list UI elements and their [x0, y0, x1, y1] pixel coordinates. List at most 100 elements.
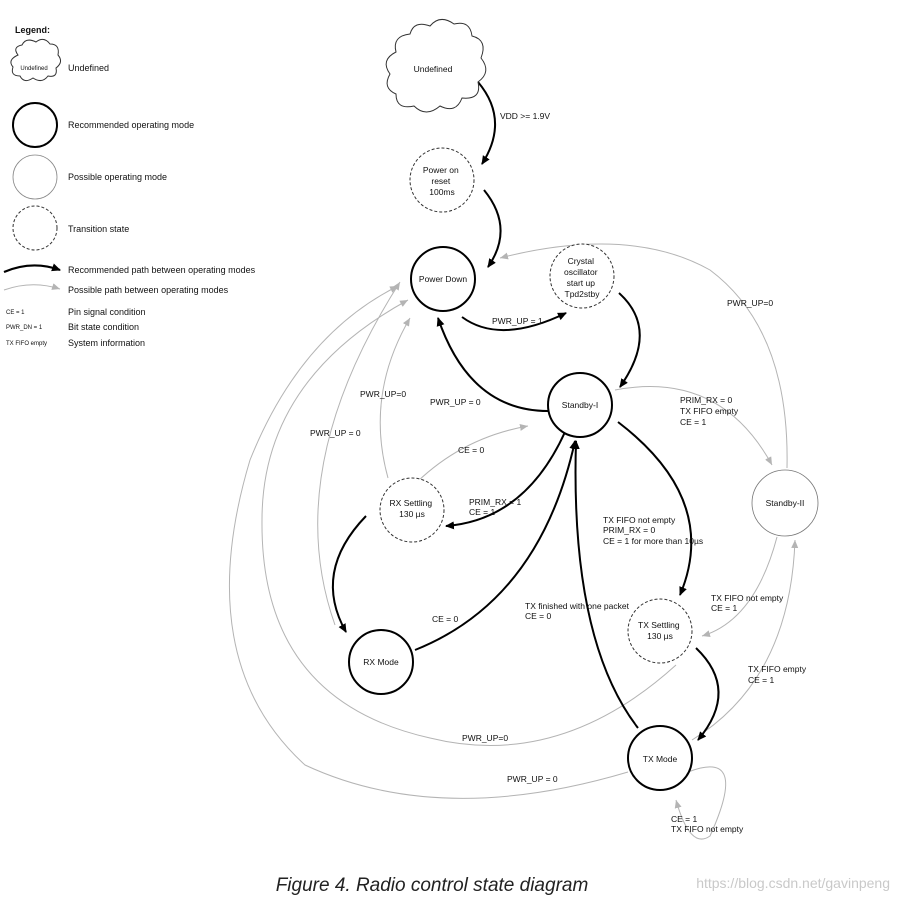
cond-pwrup0-rxsettling: PWR_UP=0: [360, 389, 406, 399]
legend-possible-mode-label: Possible operating mode: [68, 172, 167, 182]
cond-self-loop-line2: TX FIFO not empty: [671, 824, 744, 834]
svg-text:TX Settling 130 µs: TX Settling 130 µs: [638, 620, 682, 641]
path-txmode-self-loop: [674, 766, 727, 840]
state-undefined: Undefined: [385, 19, 487, 113]
cond-ce0-rxmode: CE = 0: [432, 614, 458, 624]
crystal-line3: start up: [567, 278, 596, 288]
condition-labels: VDD >= 1.9V PWR_UP = 1 PWR_UP = 0 PWR_UP…: [310, 111, 808, 834]
state-power-on-reset: Power on reset 100ms: [409, 147, 475, 213]
state-tx-mode: TX Mode: [627, 725, 693, 791]
cond-tx-finished-line2: CE = 0: [525, 611, 551, 621]
state-undefined-label: Undefined: [414, 64, 453, 74]
state-rx-settling: RX Settling 130 µs: [379, 477, 445, 543]
svg-text:Power on reset 100: Power on reset 100ms: [423, 165, 461, 197]
cond-pwrup0-standby2: PWR_UP=0: [727, 298, 773, 308]
path-standby1-to-txsettling: [617, 421, 693, 596]
state-rx-mode-label: RX Mode: [363, 657, 399, 667]
path-standby1-to-rxsettling: [445, 431, 566, 530]
path-rxmode-to-standby1: [414, 440, 578, 651]
legend: Legend: Undefined Undefined Recommended …: [3, 25, 256, 348]
path-rxsettling-to-standby1: [411, 423, 529, 488]
state-rx-mode: RX Mode: [348, 629, 414, 695]
cond-tx-empty-line2: CE = 1: [748, 675, 774, 685]
recommended-paths: [331, 81, 720, 741]
watermark: https://blog.csdn.net/gavinpeng: [696, 875, 890, 891]
legend-recommended-path-label: Recommended path between operating modes: [68, 265, 256, 275]
cond-tx-notempty-line2: PRIM_RX = 0: [603, 525, 655, 535]
state-tx-settling: TX Settling 130 µs: [627, 598, 693, 664]
path-txmode-to-powerdown: [229, 285, 629, 799]
rx-settling-line1: RX Settling: [390, 498, 433, 508]
path-undefined-to-por: [477, 81, 496, 165]
cond-self-loop-line1: CE = 1: [671, 814, 697, 824]
path-por-to-powerdown: [483, 189, 502, 268]
tx-settling-line1: TX Settling: [638, 620, 680, 630]
state-standby2-label: Standby-II: [766, 498, 805, 508]
legend-pin-signal-label: Pin signal condition: [68, 307, 146, 317]
cond-pwrup0-txsettling: PWR_UP=0: [462, 733, 508, 743]
cond-prim-rx0: PRIM_RX = 0 TX FIFO empty CE = 1: [680, 395, 740, 427]
por-line2: reset: [431, 176, 451, 186]
cond-tx-empty-line1: TX FIFO empty: [748, 664, 807, 674]
crystal-line2: oscillator: [564, 267, 598, 277]
path-standby1-to-standby2: [614, 386, 773, 466]
svg-text:RX Settling 130 µs: RX Settling 130 µs: [390, 498, 435, 519]
possible-paths: [229, 243, 799, 840]
path-rxsettling-to-powerdown: [379, 317, 411, 479]
cond-prim-rx1-line2: CE = 1: [469, 507, 495, 517]
legend-system-info-label: System information: [68, 338, 145, 348]
legend-undefined-label: Undefined: [68, 63, 109, 73]
path-txmode-to-standby1: [571, 440, 639, 729]
legend-title: Legend:: [15, 25, 50, 35]
path-standby2-to-txsettling: [701, 536, 778, 638]
cond-sb2-txsettling-line2: CE = 1: [711, 603, 737, 613]
path-txsettling-to-txmode: [695, 647, 720, 741]
tx-settling-line2: 130 µs: [647, 631, 673, 641]
state-power-down: Power Down: [410, 246, 476, 312]
rx-settling-line2: 130 µs: [399, 509, 425, 519]
cond-tx-empty: TX FIFO empty CE = 1: [748, 664, 808, 685]
cond-prim-rx0-line3: CE = 1: [680, 417, 706, 427]
path-rxsettling-to-rxmode: [331, 515, 367, 633]
cond-pwrup0-rxmode: PWR_UP = 0: [310, 428, 361, 438]
cloud-icon: [385, 19, 487, 113]
cond-pwrup0-txmode: PWR_UP = 0: [507, 774, 558, 784]
legend-transition-state-icon: [12, 205, 58, 251]
cond-tx-finished: TX finished with one packet CE = 0: [525, 601, 631, 621]
legend-pin-signal-symbol: CE = 1: [6, 310, 25, 316]
cond-tx-finished-line1: TX finished with one packet: [525, 601, 630, 611]
legend-transition-state-label: Transition state: [68, 224, 129, 234]
legend-cloud-icon: Undefined: [10, 38, 62, 82]
figure-caption: Figure 4. Radio control state diagram: [276, 875, 589, 896]
path-crystal-to-standby1: [618, 292, 641, 388]
legend-bit-state-label: Bit state condition: [68, 322, 139, 332]
cond-prim-rx0-line1: PRIM_RX = 0: [680, 395, 732, 405]
cond-ce0-rxsettling: CE = 0: [458, 445, 484, 455]
path-txmode-to-standby2: [691, 539, 799, 741]
legend-recommended-mode-label: Recommended operating mode: [68, 120, 194, 130]
legend-recommended-mode-icon: [12, 102, 58, 148]
cond-vdd: VDD >= 1.9V: [500, 111, 550, 121]
state-crystal-oscillator: Crystal oscillator start up Tpd2stby: [549, 243, 615, 309]
por-line3: 100ms: [429, 187, 455, 197]
svg-text:Crystal oscillator: Crystal oscillator start up Tpd2stby: [564, 256, 600, 299]
path-rxmode-to-powerdown: [317, 281, 401, 626]
cond-self-loop: CE = 1 TX FIFO not empty: [671, 814, 744, 834]
legend-possible-path-icon: [3, 283, 61, 291]
cond-pwrup-1: PWR_UP = 1: [492, 316, 543, 326]
cond-pwrup0-standby1: PWR_UP = 0: [430, 397, 481, 407]
legend-cloud-text: Undefined: [20, 66, 47, 72]
cond-prim-rx1-line1: PRIM_RX = 1: [469, 497, 521, 507]
cond-prim-rx0-line2: TX FIFO empty: [680, 406, 739, 416]
por-line1: Power on: [423, 165, 459, 175]
state-standby-2: Standby-II: [751, 469, 819, 537]
legend-bit-state-symbol: PWR_DN = 1: [6, 325, 43, 331]
state-standby1-label: Standby-I: [562, 400, 598, 410]
path-standby2-to-powerdown: [499, 243, 788, 469]
legend-possible-path-label: Possible path between operating modes: [68, 285, 229, 295]
path-standby1-to-powerdown: [436, 317, 551, 413]
state-tx-mode-label: TX Mode: [643, 754, 678, 764]
cond-tx-notempty: TX FIFO not empty PRIM_RX = 0 CE = 1 for…: [603, 515, 703, 546]
crystal-line4: Tpd2stby: [565, 289, 601, 299]
